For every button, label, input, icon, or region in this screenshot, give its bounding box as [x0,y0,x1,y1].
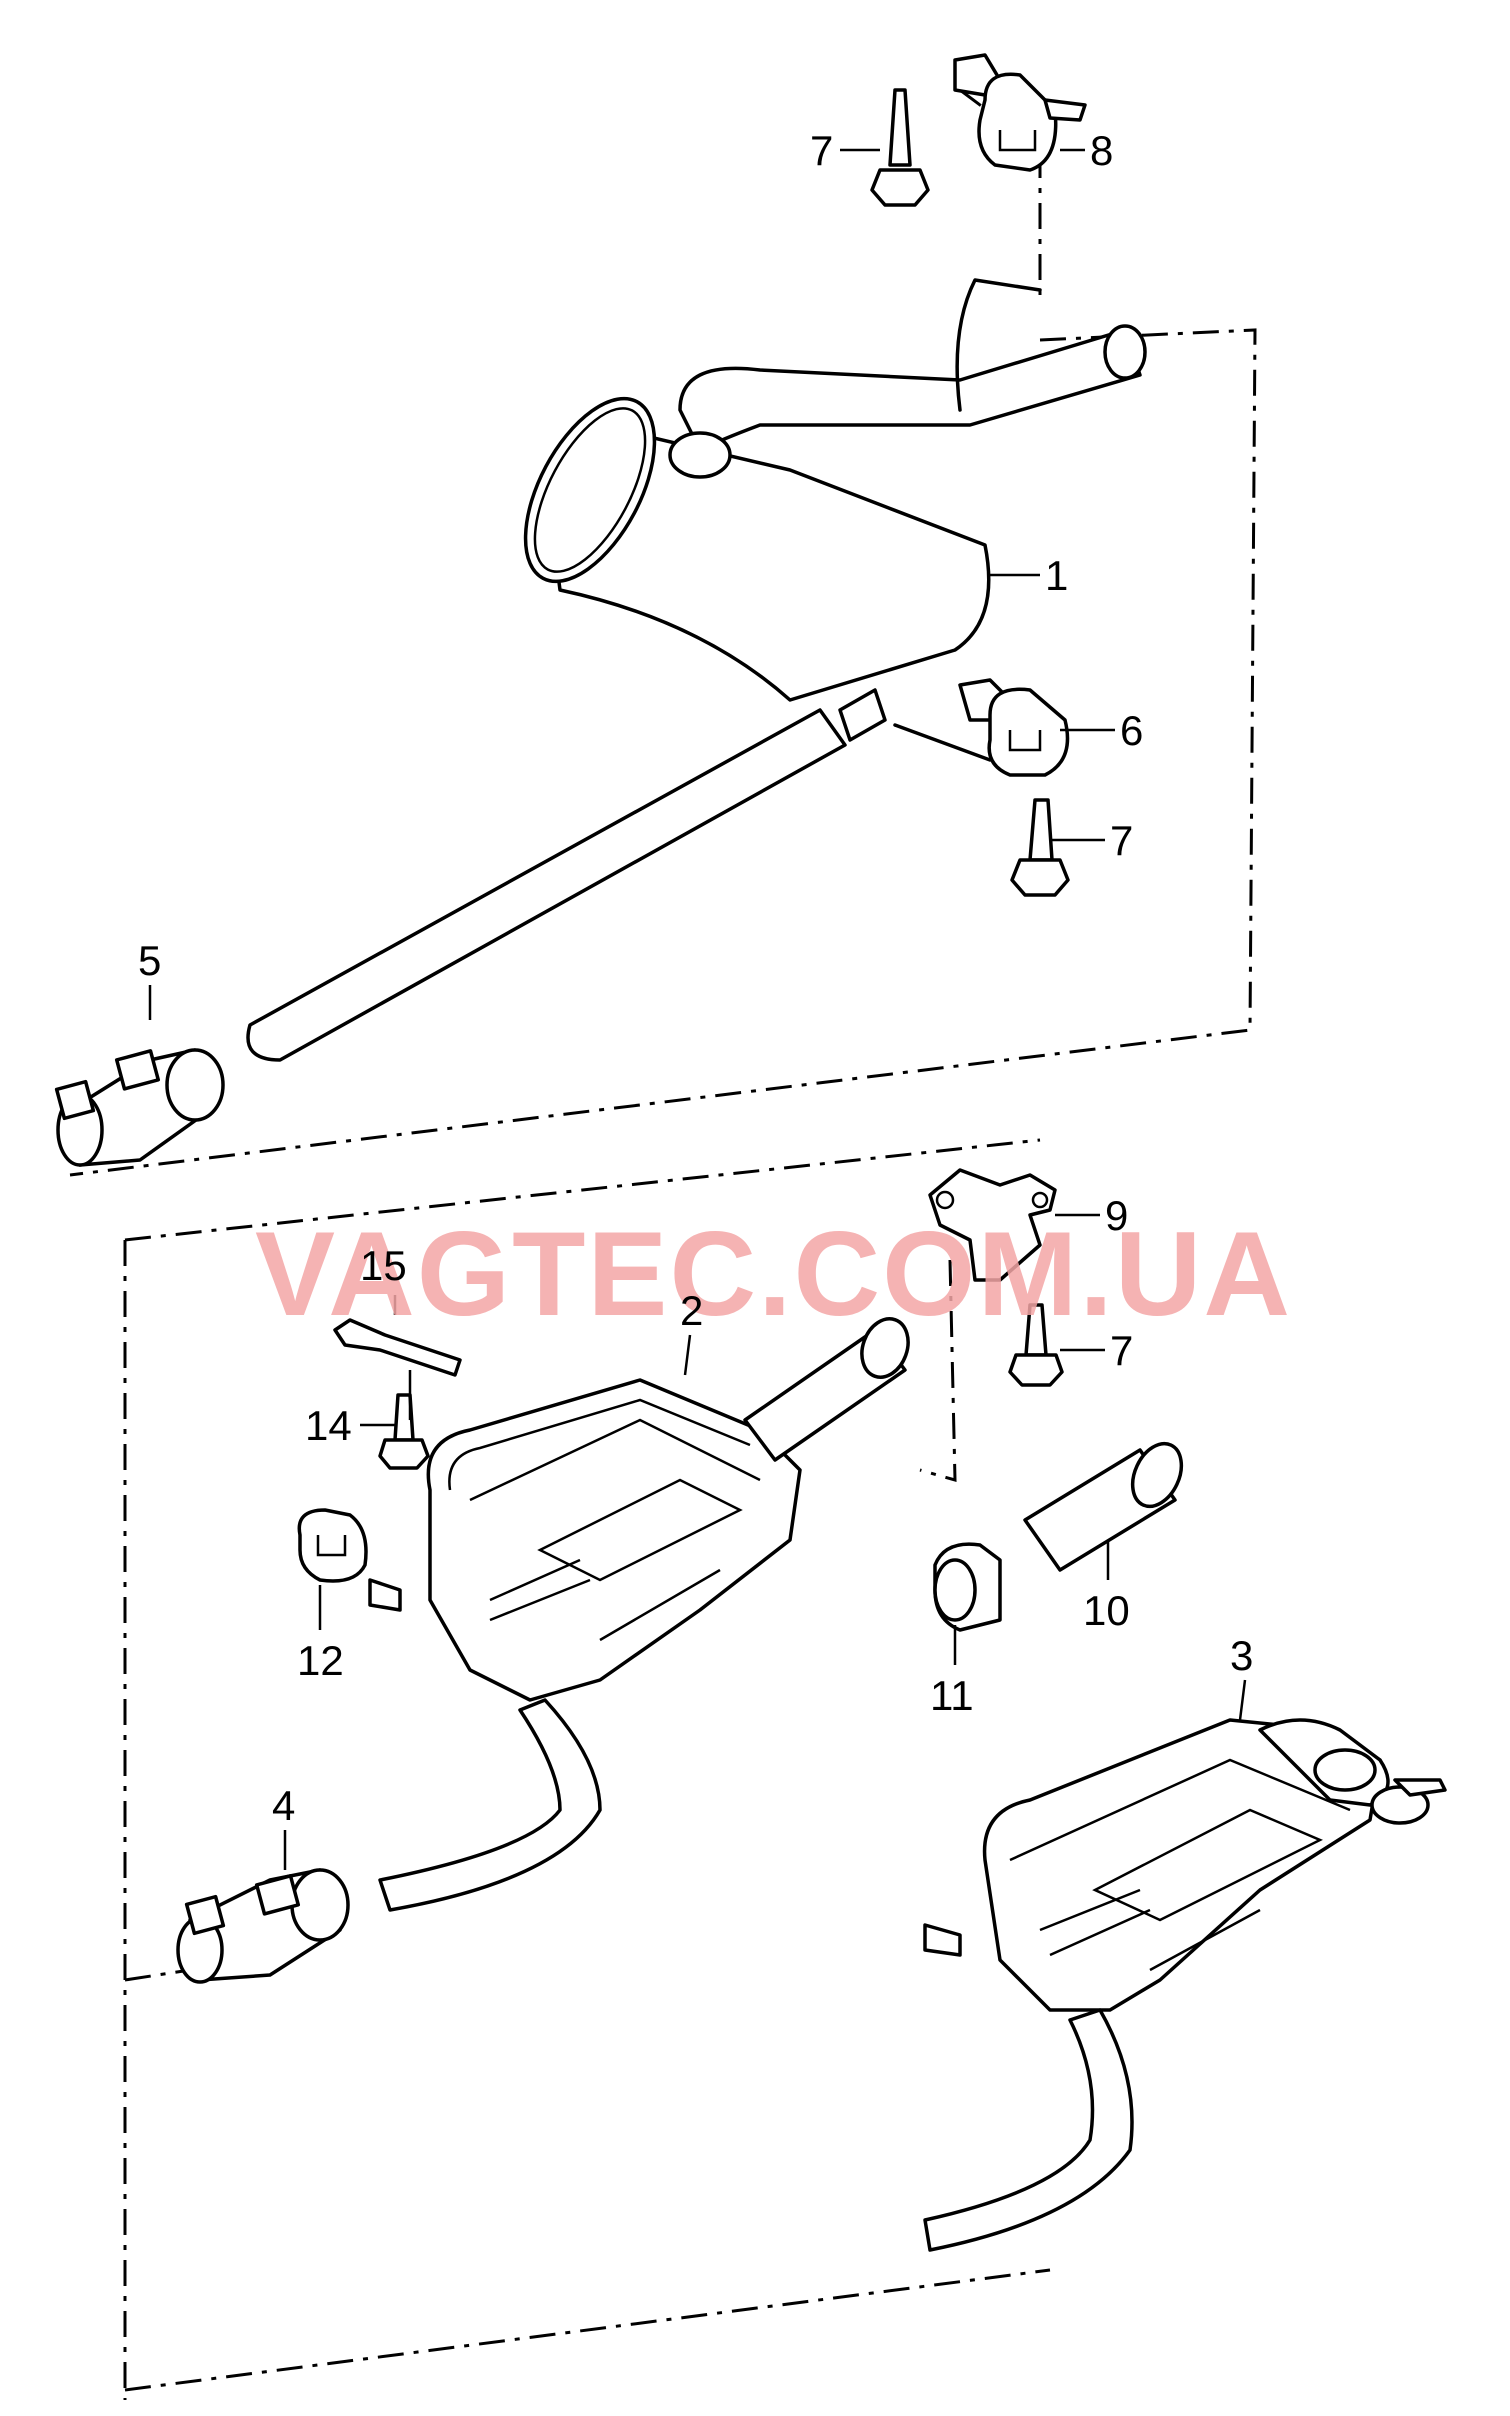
callout-10: 10 [1083,1587,1130,1634]
center-silencer-part-2 [368,1317,910,1912]
clamp-part-5 [54,1048,225,1167]
tail-pipe-part-10 [1023,1441,1184,1572]
callout-2: 2 [680,1287,703,1334]
callout-7-middle: 7 [1110,817,1133,864]
rear-silencer-part-3 [923,1718,1447,2252]
bracket-part-9 [928,1168,1057,1282]
callout-4: 4 [272,1782,295,1829]
watermark: VAGTEC.COM.UA [255,1207,1292,1341]
front-silencer-part-1 [246,278,1147,1062]
bolt-part-7-lower [1008,1303,1064,1387]
clamp-part-11 [933,1542,1002,1632]
callout-1: 1 [1045,552,1068,599]
leader-lines [148,148,1247,1870]
callout-3: 3 [1230,1632,1253,1679]
callout-12: 12 [297,1637,344,1684]
callout-6: 6 [1120,707,1143,754]
callout-7-lower: 7 [1110,1327,1133,1374]
clamp-part-4 [176,1868,350,1984]
bolt-part-7-middle [1010,798,1070,897]
bolt-part-14 [378,1393,430,1470]
rubber-mount-part-12 [297,1508,368,1583]
callout-7-top: 7 [810,127,833,174]
callout-9: 9 [1105,1192,1128,1239]
callout-15: 15 [360,1242,407,1289]
bolt-part-7-top [870,88,930,207]
rubber-mount-part-8 [953,53,1087,172]
bracket-part-15 [333,1318,462,1377]
callout-5: 5 [138,937,161,984]
rubber-mount-part-6 [958,678,1070,777]
callout-labels: 1 2 3 4 5 6 7 7 7 8 9 10 11 12 14 15 [138,127,1253,1829]
callout-8: 8 [1090,127,1113,174]
callout-14: 14 [305,1402,352,1449]
assembly-boundary-lines [69,88,1257,2400]
callout-11: 11 [930,1672,974,1719]
